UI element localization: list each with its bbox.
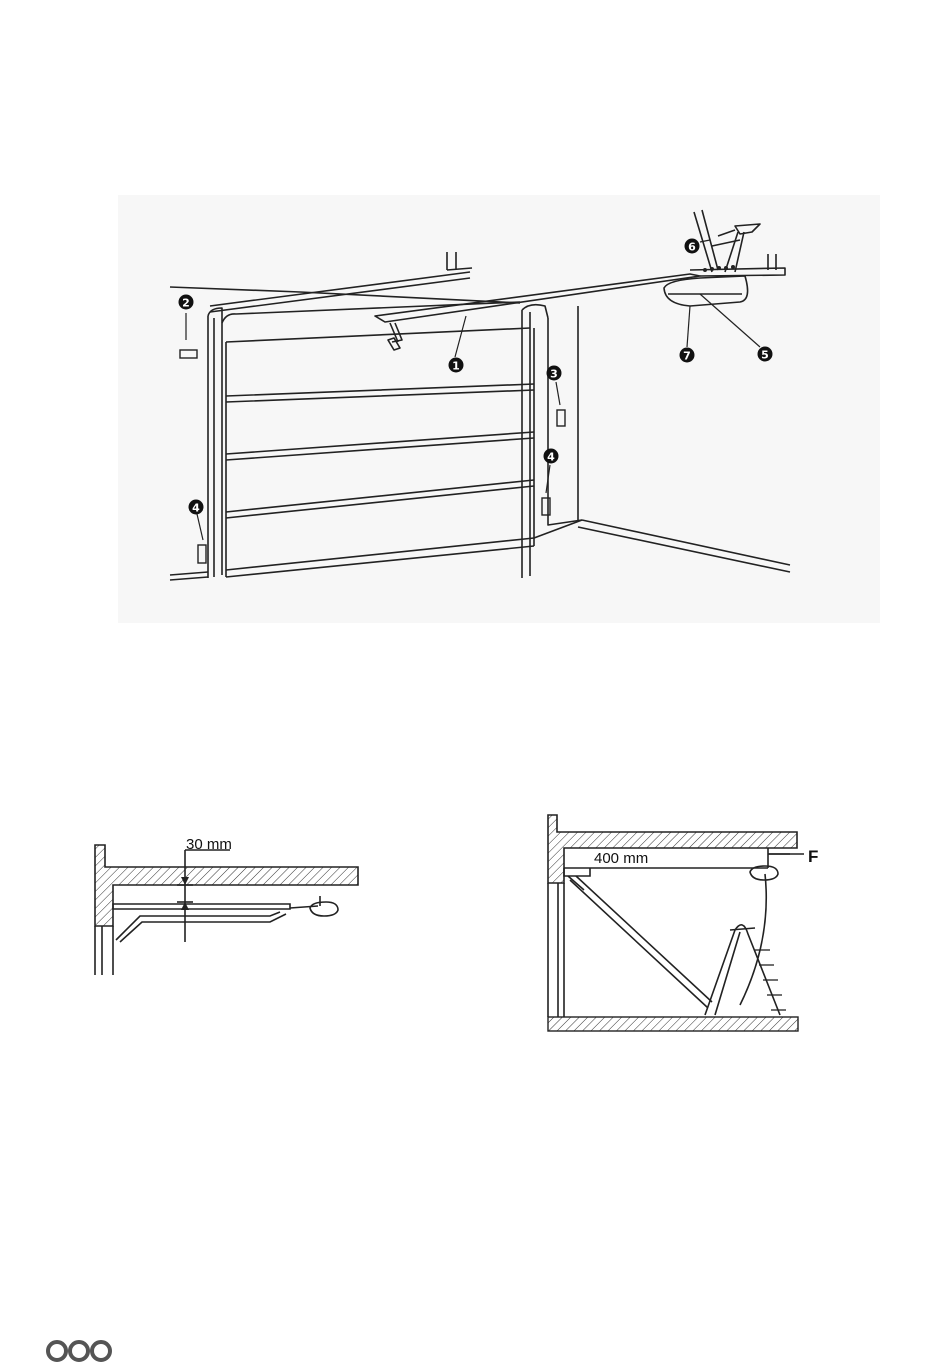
clearance-dimension-label: 30 mm [186, 836, 232, 853]
three-ring-logo-icon [44, 1338, 114, 1364]
mounting-dimension-label: 400 mm [594, 850, 648, 867]
callout-label: 5 [761, 349, 769, 362]
garage-door-installation-drawing: 1 2 3 4 4 5 6 7 [0, 0, 950, 640]
callout-label: 4 [192, 502, 200, 515]
callout-5: 5 [758, 347, 773, 362]
callout-6: 6 [685, 239, 700, 254]
callout-7: 7 [680, 348, 695, 363]
reference-point-f-label: F [808, 847, 818, 866]
callout-label: 6 [688, 241, 696, 254]
callout-2: 2 [179, 295, 194, 310]
callout-label: 7 [683, 350, 691, 363]
callout-4-right: 4 [544, 449, 559, 464]
callout-label: 1 [452, 360, 460, 373]
callout-label: 2 [182, 297, 190, 310]
callout-3: 3 [547, 366, 562, 381]
ceiling-clearance-drawing: 30 mm [80, 830, 380, 990]
callout-label: 3 [550, 368, 558, 381]
mounting-distance-drawing: 400 mm F [540, 810, 840, 1040]
callout-label: 4 [547, 451, 555, 464]
callout-1: 1 [449, 358, 464, 373]
callout-4-left: 4 [189, 500, 204, 515]
